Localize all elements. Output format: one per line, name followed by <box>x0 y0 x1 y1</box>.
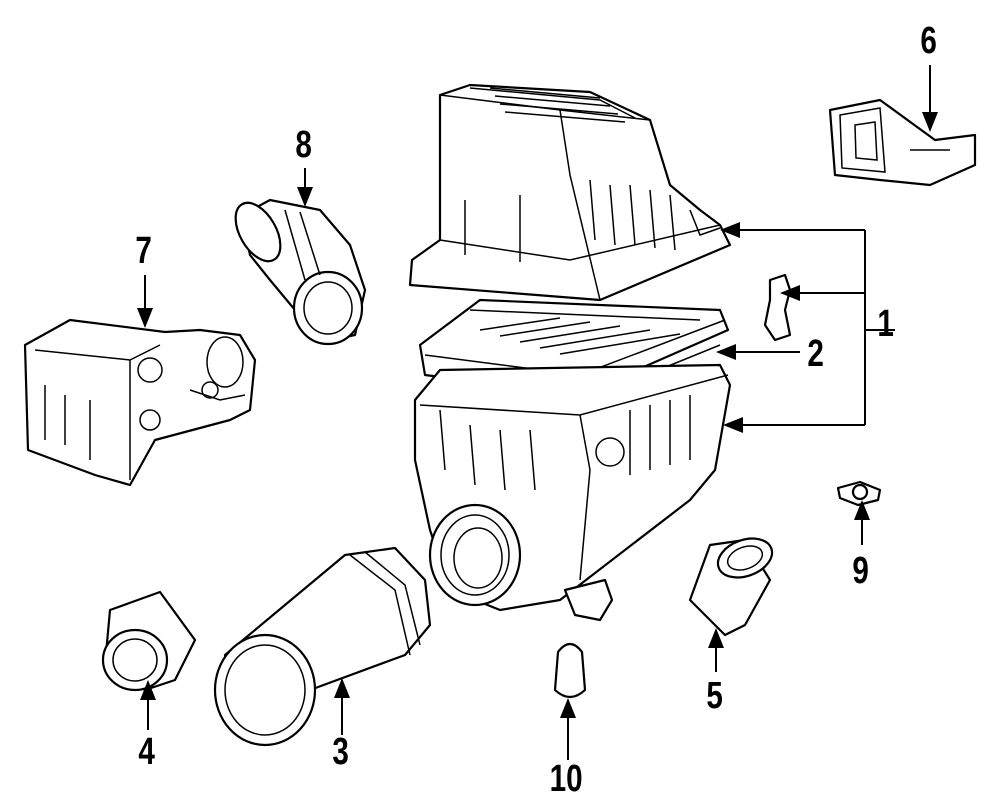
elbow-hose-part-5 <box>688 537 774 637</box>
air-flow-meter-part-7 <box>23 318 257 487</box>
intake-boot-part-8 <box>234 198 367 346</box>
callout-1: 1 <box>877 303 894 345</box>
callout-3: 3 <box>332 731 349 773</box>
callout-9: 9 <box>852 550 869 592</box>
leader-lines <box>137 65 938 760</box>
air-cleaner-cover <box>408 83 732 302</box>
callout-8: 8 <box>295 124 312 166</box>
retaining-clip <box>763 273 792 342</box>
plug-part-10 <box>553 642 587 699</box>
callout-4: 4 <box>138 731 155 773</box>
air-duct-part-6 <box>828 98 977 187</box>
air-cleaner-lower-housing <box>413 363 732 622</box>
callout-5: 5 <box>706 675 723 717</box>
callout-2: 2 <box>807 333 824 375</box>
callout-7: 7 <box>135 230 152 272</box>
sensor-part-9 <box>836 480 882 507</box>
sleeve-part-4 <box>101 590 197 692</box>
callout-6: 6 <box>920 20 937 62</box>
intake-hose-part-3 <box>213 546 432 747</box>
callout-10: 10 <box>549 758 583 800</box>
